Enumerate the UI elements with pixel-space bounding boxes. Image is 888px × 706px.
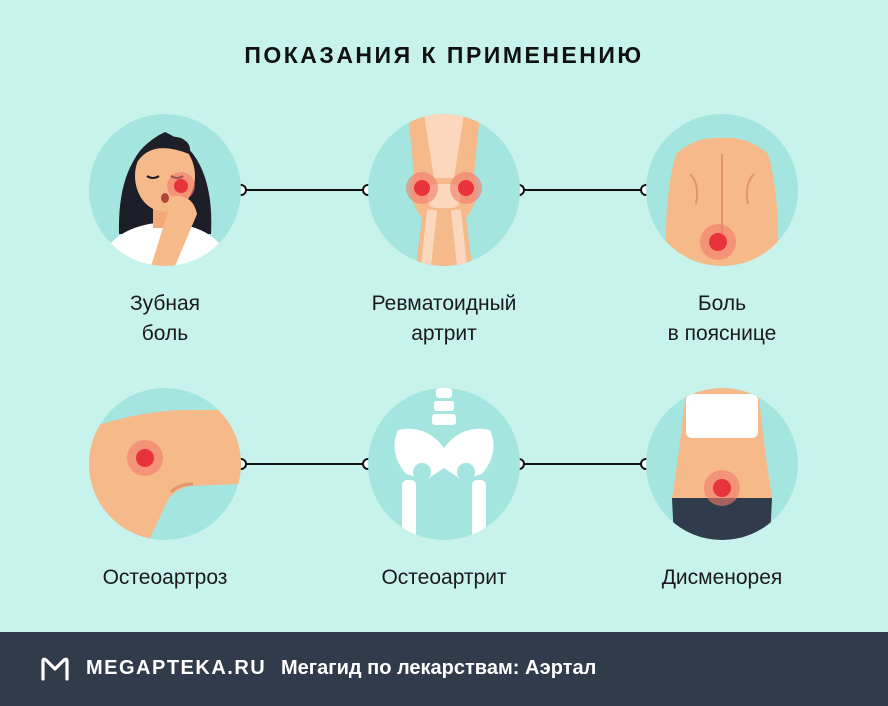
megapteka-logo-icon[interactable] [40,656,70,682]
item-label: Остеоартроз [102,566,228,589]
brand-name[interactable]: MEGAPTEKA.RU [86,657,267,679]
pelvis-skeleton-icon [368,388,520,540]
knee-bend-icon [89,388,241,540]
item-label: Остеоартрит [381,566,507,589]
abdomen-icon [646,388,798,540]
item-label: Дисменорея [661,566,783,589]
toothache-icon [89,114,241,266]
lower-back-icon [646,114,798,266]
page-title: ПОКАЗАНИЯ К ПРИМЕНЕНИЮ [244,42,644,68]
footer-bar: MEGAPTEKA.RU Мегагид по лекарствам: Аэрт… [0,632,888,706]
knee-joint-icon [368,114,520,266]
footer-tagline: Мегагид по лекарствам: Аэртал [281,657,597,679]
